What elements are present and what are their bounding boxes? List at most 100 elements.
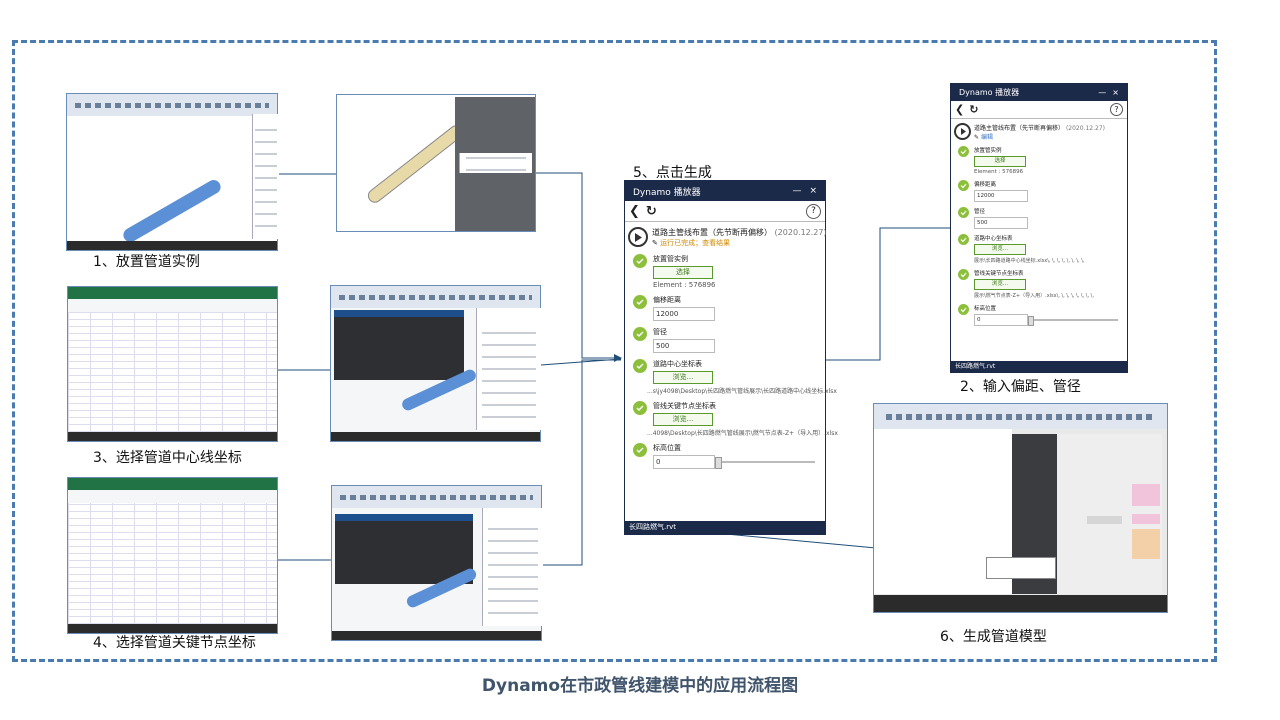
check-icon: [958, 180, 969, 191]
script-name: 道路主管线布置（先节断再偏移）: [974, 125, 1065, 132]
offset-input[interactable]: 12000: [653, 307, 715, 321]
field-label-nodes: 管线关键节点坐标表: [653, 402, 716, 410]
nodes-path: 展示\燃气节点表-Z+（导入用）.xlsx\, \, \, \, \, \, \…: [974, 293, 1094, 299]
field-label-centerline: 道路中心坐标表: [653, 360, 702, 368]
browse-nodes-button[interactable]: 浏览...: [653, 413, 713, 426]
player-title: Dynamo 播放器: [633, 187, 701, 198]
minimize-icon[interactable]: —: [792, 186, 802, 196]
help-icon[interactable]: ?: [1110, 103, 1123, 116]
screenshot-revit-pipe-player: [336, 94, 536, 232]
script-date: (2020.12.27): [1065, 125, 1105, 132]
centerline-path: 展示\长四路道路中心线坐标.xlsx\, \, \, \, \, \, \, \…: [974, 258, 1085, 264]
centerline-path: ...s\jy4098\Desktop\长四路燃气管线展示\长四路道路中心线坐标…: [647, 388, 837, 395]
dynamo-player-small: Dynamo 播放器 — × ❮ ↻ ? 道路主管线布置（先节断再偏移） (20…: [950, 83, 1128, 373]
check-icon: [958, 207, 969, 218]
element-id: Element : 576896: [653, 281, 716, 289]
pencil-icon[interactable]: ✎: [974, 134, 980, 141]
step-5-caption: 5、点击生成: [633, 165, 712, 181]
elevation-slider[interactable]: [1028, 316, 1118, 326]
player-footer: 长四路燃气.rvt: [625, 521, 825, 534]
check-icon: [633, 295, 647, 309]
field-label-centerline: 道路中心坐标表: [974, 236, 1013, 242]
screenshot-dynamo-graph: [873, 403, 1168, 613]
screenshot-revit-browse-centerline: [330, 285, 541, 442]
elevation-input[interactable]: 0: [653, 455, 715, 469]
offset-input[interactable]: 12000: [974, 190, 1028, 202]
field-label-offset: 偏移距离: [974, 182, 997, 188]
screenshot-revit-browse-nodes: [331, 485, 543, 641]
step-1-caption: 1、放置管道实例: [93, 254, 200, 270]
elevation-slider[interactable]: [715, 457, 815, 469]
browse-centerline-button[interactable]: 浏览...: [974, 244, 1026, 255]
player-toolbar: ❮ ↻ ?: [625, 201, 825, 222]
check-icon: [633, 401, 647, 415]
field-label-pipe-instance: 放置管实例: [653, 255, 688, 263]
check-icon: [633, 254, 647, 268]
player-header: Dynamo 播放器 — ×: [951, 84, 1127, 101]
field-label-elevation: 标高位置: [653, 444, 681, 452]
step-4-caption: 4、选择管道关键节点坐标: [93, 635, 256, 651]
field-label-pipe-instance: 放置管实例: [974, 148, 1002, 154]
field-label-nodes: 管线关键节点坐标表: [974, 271, 1024, 277]
line-s5-s6: [725, 533, 877, 549]
field-label-diameter: 管径: [653, 328, 667, 336]
field-label-elevation: 标高位置: [974, 306, 997, 312]
screenshot-excel-centerline: [67, 286, 278, 442]
player-toolbar: ❮ ↻ ?: [951, 101, 1127, 119]
help-icon[interactable]: ?: [806, 203, 821, 219]
refresh-icon[interactable]: ↻: [969, 103, 979, 116]
diagram-title: Dynamo在市政管线建模中的应用流程图: [481, 676, 799, 696]
script-header: 道路主管线布置（先节断再偏移） (2020.12.27) ✎ 编辑: [951, 119, 1127, 141]
screenshot-revit-place-pipe: [66, 93, 279, 251]
play-icon[interactable]: [628, 227, 648, 247]
dynamo-player-main: Dynamo 播放器 — × ❮ ↻ ? 道路主管线布置（先节断再偏移） (20…: [624, 180, 838, 535]
pencil-icon[interactable]: ✎: [652, 239, 658, 247]
script-date: (2020.12.27): [774, 228, 827, 237]
refresh-icon[interactable]: ↻: [645, 203, 657, 219]
minimize-icon[interactable]: —: [1098, 88, 1107, 97]
back-icon[interactable]: ❮: [955, 103, 965, 116]
browse-nodes-button[interactable]: 浏览...: [974, 279, 1026, 290]
close-icon[interactable]: ×: [1112, 88, 1119, 97]
line-s1b-s5: [536, 172, 622, 362]
back-icon[interactable]: ❮: [629, 203, 640, 219]
small-toolbar: [986, 557, 1056, 579]
check-icon: [633, 327, 647, 341]
check-icon: [633, 443, 647, 457]
screenshot-excel-nodes: [67, 477, 278, 634]
player-fields: 放置管实例 选择 Element : 576896 偏移距离 12000 管径 …: [951, 141, 1127, 326]
player-title: Dynamo 播放器: [959, 88, 1020, 97]
check-icon: [958, 146, 969, 157]
check-icon: [633, 359, 647, 373]
script-name: 道路主管线布置（先节断再偏移）: [652, 228, 772, 237]
run-status[interactable]: 运行已完成；查看结果: [660, 239, 731, 247]
browse-centerline-button[interactable]: 浏览...: [653, 371, 713, 384]
elevation-input[interactable]: 0: [974, 314, 1028, 326]
player-footer: 长四路燃气.rvt: [951, 361, 1127, 372]
field-label-offset: 偏移距离: [653, 296, 681, 304]
step-2-caption: 2、输入偏距、管径: [960, 379, 1081, 395]
check-icon: [958, 304, 969, 315]
check-icon: [958, 234, 969, 245]
step-3-caption: 3、选择管道中心线坐标: [93, 450, 242, 466]
select-button[interactable]: 选择: [653, 266, 713, 279]
element-id: Element : 576896: [974, 169, 1024, 175]
edit-link[interactable]: 编辑: [980, 134, 993, 141]
nodes-path: ...4098\Desktop\长四路燃气管线展示\燃气节点表-Z+（导入用）.…: [647, 430, 838, 437]
select-button[interactable]: 选择: [974, 156, 1026, 167]
line-s5-s2: [825, 227, 950, 361]
field-label-diameter: 管径: [974, 209, 986, 215]
flow-frame: [12, 40, 1217, 662]
graph-canvas: [1057, 434, 1162, 594]
player-fields: 放置管实例 选择 Element : 576896 偏移距离 12000 管径 …: [625, 248, 838, 469]
script-header: 道路主管线布置（先节断再偏移） (2020.12.27) ✎ 运行已完成；查看结…: [625, 222, 827, 248]
close-icon[interactable]: ×: [809, 186, 817, 196]
play-icon[interactable]: [954, 123, 971, 140]
diameter-input[interactable]: 500: [653, 339, 715, 353]
check-icon: [958, 269, 969, 280]
diameter-input[interactable]: 500: [974, 217, 1028, 229]
player-header: Dynamo 播放器 — ×: [625, 181, 825, 201]
step-6-caption: 6、生成管道模型: [940, 629, 1047, 645]
line-s4-s5: [541, 359, 621, 566]
